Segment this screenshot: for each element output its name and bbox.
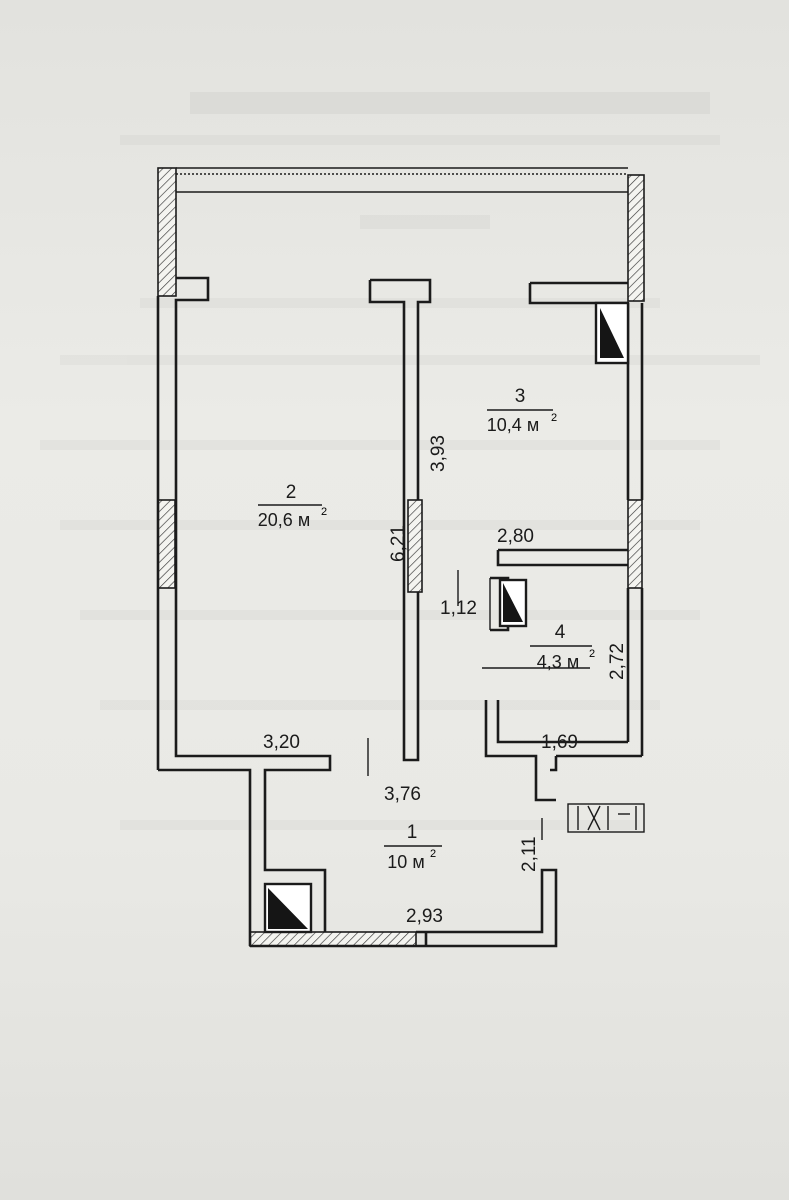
- electric-panel-symbol: [567, 803, 645, 833]
- dimensions: 3,93 6,21 2,80 1,12 2,72 3,20 1,69 3,76 …: [263, 435, 628, 927]
- dimension-2-93: 2,93: [406, 906, 443, 927]
- dimension-6-21: 6,21: [388, 525, 409, 562]
- area-superscript: 2: [551, 412, 557, 424]
- room-number: 1: [407, 822, 418, 843]
- room-area: 20,6 м: [258, 510, 310, 530]
- dimension-1-12: 1,12: [440, 598, 477, 619]
- balcony-rail: [176, 167, 628, 193]
- room-area: 10,4 м: [487, 415, 539, 435]
- room-label-4: 4 4,3 м 2: [530, 622, 595, 672]
- room-label-3: 3 10,4 м 2: [487, 386, 557, 435]
- dimension-2-11: 2,11: [519, 836, 540, 872]
- dimension-3-20: 3,20: [263, 732, 300, 753]
- dimension-leaders: [367, 570, 590, 840]
- room-label-1: 1 10 м 2: [384, 822, 442, 872]
- room-number: 4: [555, 622, 566, 643]
- vent-shaft-1: [263, 882, 313, 934]
- vent-shaft-4: [498, 578, 528, 628]
- room-number: 2: [286, 482, 297, 503]
- room-number: 3: [515, 386, 526, 407]
- dimension-2-80: 2,80: [497, 526, 534, 547]
- dimension-3-93: 3,93: [428, 435, 449, 472]
- area-superscript: 2: [589, 648, 595, 660]
- room-area: 10 м: [387, 852, 424, 872]
- room-area: 4,3 м: [537, 652, 579, 672]
- dimension-1-69: 1,69: [541, 732, 578, 753]
- area-superscript: 2: [430, 848, 436, 860]
- dimension-2-72: 2,72: [607, 643, 628, 680]
- vent-shaft-3: [594, 301, 630, 365]
- dimension-3-76: 3,76: [384, 784, 421, 805]
- area-superscript: 2: [321, 506, 327, 518]
- bleed-through-ghost: [40, 92, 760, 830]
- room-label-2: 2 20,6 м 2: [258, 482, 327, 530]
- walls: [156, 276, 644, 948]
